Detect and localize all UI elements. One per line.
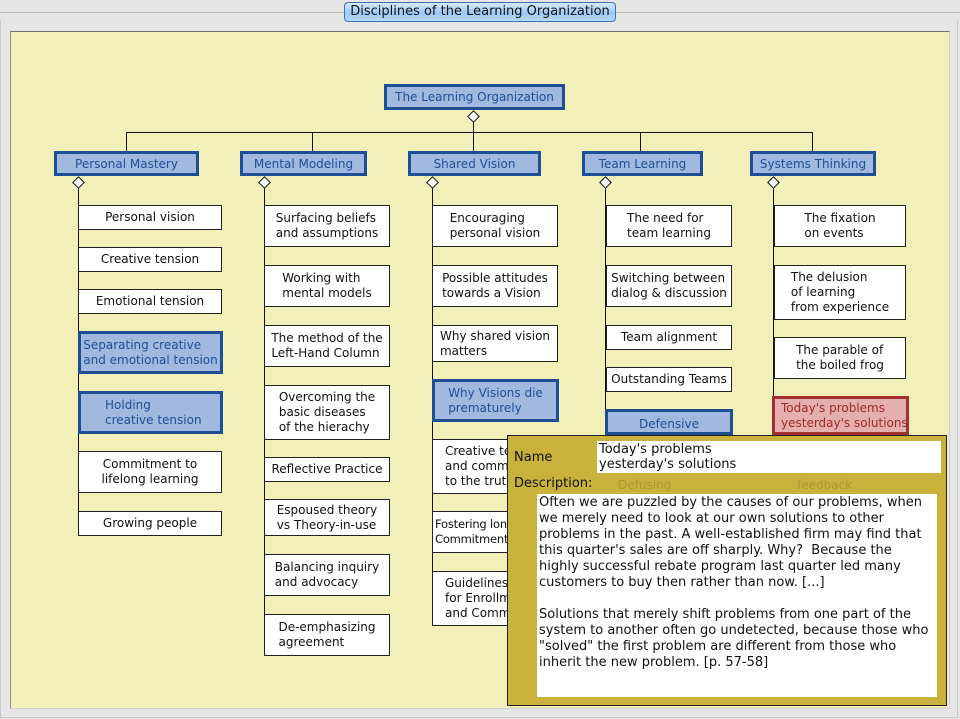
discipline-shared-vision[interactable]: Shared Vision <box>408 151 541 176</box>
topic-node-selected[interactable]: Defensive <box>605 409 733 435</box>
discipline-team-learning[interactable]: Team Learning <box>582 151 703 176</box>
topic-node[interactable]: Reflective Practice <box>264 457 390 482</box>
topic-node[interactable]: De-emphasizing agreement <box>264 614 390 656</box>
topic-node[interactable]: Commitment to lifelong learning <box>78 451 222 493</box>
window-title: Disciplines of the Learning Organization <box>344 2 616 22</box>
ghost-label-feedback: feedback <box>797 478 853 492</box>
discipline-systems-thinking[interactable]: Systems Thinking <box>750 151 876 176</box>
root-connector <box>473 122 474 133</box>
header-connector <box>640 132 641 151</box>
name-label: Name <box>514 450 553 465</box>
topic-node[interactable]: Why shared vision matters <box>432 325 558 362</box>
discipline-personal-mastery[interactable]: Personal Mastery <box>54 151 199 176</box>
spine <box>605 188 606 438</box>
topic-node-active[interactable]: Today's problems yesterday's solutions <box>772 396 909 435</box>
spine <box>773 188 774 438</box>
horizontal-connector <box>126 132 812 134</box>
topic-node-selected[interactable]: Why Visions die prematurely <box>432 379 559 422</box>
topic-node[interactable]: Outstanding Teams <box>606 367 732 392</box>
ghost-label-defusing: Defusing <box>618 478 672 492</box>
header-connector <box>126 132 127 151</box>
topic-node[interactable]: Surfacing beliefs and assumptions <box>264 205 390 247</box>
topic-node[interactable]: The parable of the boiled frog <box>774 337 906 379</box>
topic-node[interactable]: Encouraging personal vision <box>432 205 558 247</box>
topic-node[interactable]: Balancing inquiry and advocacy <box>264 554 390 596</box>
topic-node[interactable]: Emotional tension <box>78 289 222 314</box>
topic-node[interactable]: Team alignment <box>606 325 732 350</box>
description-label: Description: <box>514 476 593 491</box>
description-field[interactable]: Often we are puzzled by the causes of ou… <box>537 494 937 697</box>
discipline-mental-modeling[interactable]: Mental Modeling <box>240 151 367 176</box>
topic-node[interactable]: Growing people <box>78 511 222 536</box>
header-connector <box>312 132 313 151</box>
name-field[interactable]: Today's problems yesterday's solutions <box>597 441 941 473</box>
topic-node[interactable]: The method of the Left-Hand Column <box>264 325 390 367</box>
topic-node[interactable]: Switching between dialog & discussion <box>606 265 732 307</box>
topic-node[interactable]: The delusion of learning from experience <box>774 265 906 320</box>
topic-node[interactable]: Overcoming the basic diseases of the hie… <box>264 385 390 440</box>
details-popup: Defusing feedback Name Today's problems … <box>507 435 947 706</box>
topic-node[interactable]: Working with mental models <box>264 265 390 307</box>
header-connector <box>812 132 813 151</box>
topic-node[interactable]: Espoused theory vs Theory-in-use <box>264 499 390 536</box>
topic-node[interactable]: Fostering lon Commitment <box>432 511 507 553</box>
topic-node[interactable]: Guidelines for Enrollm and Commi <box>432 571 507 626</box>
topic-node-selected[interactable]: Separating creative and emotional tensio… <box>78 331 223 374</box>
header-connector <box>473 132 474 151</box>
topic-node[interactable]: Possible attitudes towards a Vision <box>432 265 558 307</box>
window-frame <box>0 20 958 718</box>
topic-node[interactable]: Creative tension <box>78 247 222 272</box>
topic-node[interactable]: The fixation on events <box>774 205 906 247</box>
topic-node[interactable]: Personal vision <box>78 205 222 230</box>
root-node[interactable]: The Learning Organization <box>384 84 565 110</box>
topic-node-selected[interactable]: Holding creative tension <box>78 391 223 434</box>
topic-node[interactable]: Creative te and commi to the truth <box>432 439 507 494</box>
topic-node[interactable]: The need for team learning <box>606 205 732 247</box>
